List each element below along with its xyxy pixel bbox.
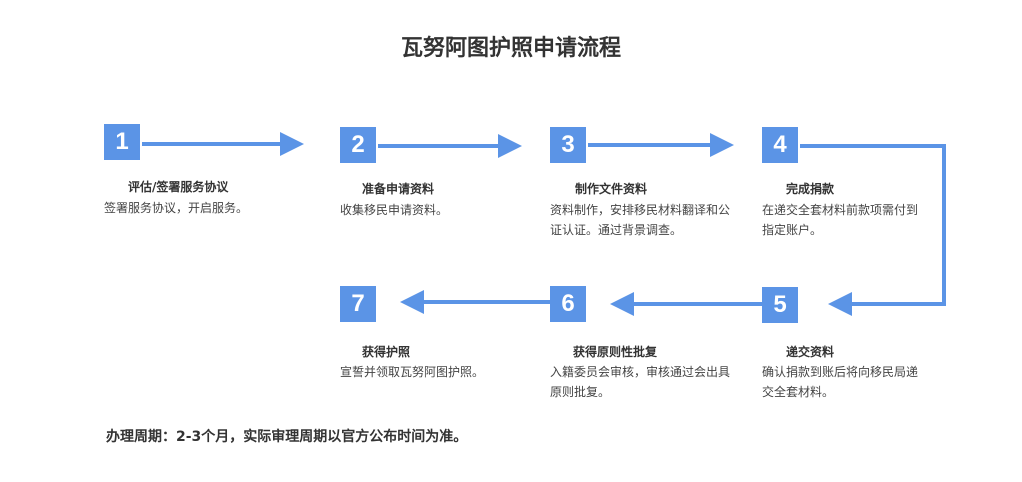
step-7-number: 7 xyxy=(340,286,376,322)
arrow-4-to-5 xyxy=(800,144,946,316)
step-3-desc: 资料制作，安排移民材料翻译和公证认证。通过背景调查。 xyxy=(550,203,731,237)
step-6-title: 获得原则性批复 xyxy=(573,345,658,359)
step-2-desc: 收集移民申请资料。 xyxy=(340,203,449,217)
step-1-number: 1 xyxy=(104,124,140,160)
step-3-number: 3 xyxy=(550,127,586,163)
step-1-desc: 签署服务协议，开启服务。 xyxy=(104,201,249,215)
step-4-number: 4 xyxy=(762,127,798,163)
processing-note: 办理周期：2-3个月，实际审理周期以官方公布时间为准。 xyxy=(106,429,468,445)
step-7-title: 获得护照 xyxy=(362,345,411,359)
step-6-number: 6 xyxy=(550,286,586,322)
step-5-desc: 确认捐款到账后将向移民局递交全套材料。 xyxy=(762,365,919,399)
step-4-title: 完成捐款 xyxy=(786,182,835,196)
step-2-title: 准备申请资料 xyxy=(362,182,435,196)
step-5-title: 递交资料 xyxy=(786,345,835,359)
step-6-desc: 入籍委员会审核，审核通过会出具原则批复。 xyxy=(550,365,731,399)
page-title: 瓦努阿图护照申请流程 xyxy=(400,36,621,61)
step-2-number: 2 xyxy=(340,127,376,163)
step-3-title: 制作文件资料 xyxy=(575,182,648,196)
step-4-desc: 在递交全套材料前款项需付到指定账户。 xyxy=(762,203,919,237)
step-5-number: 5 xyxy=(762,287,798,323)
step-7-desc: 宣誓并领取瓦努阿图护照。 xyxy=(340,365,485,379)
step-1-title: 评估/签署服务协议 xyxy=(128,180,229,194)
